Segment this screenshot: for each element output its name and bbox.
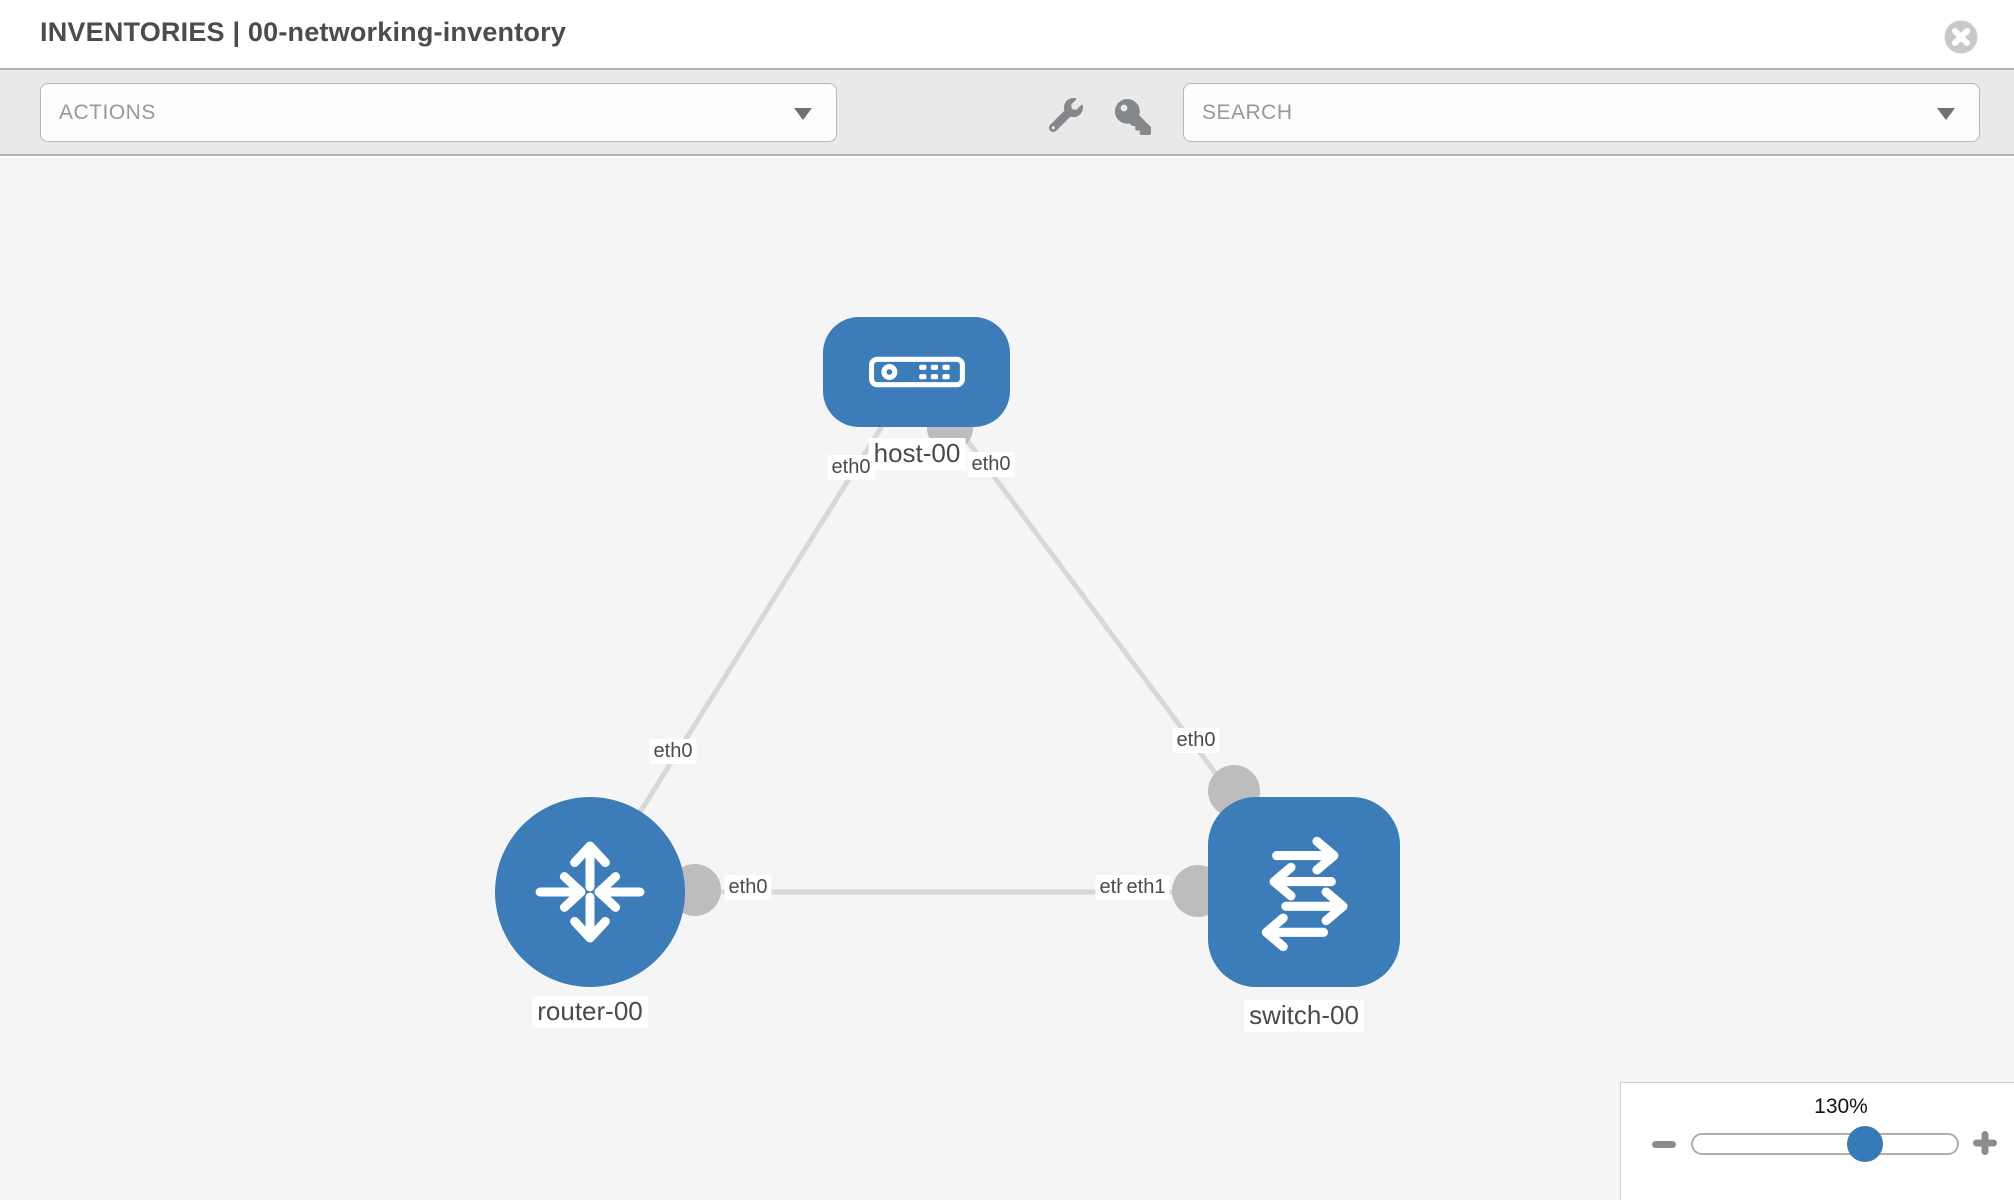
plus-icon — [1973, 1131, 1997, 1155]
iface-label-router-link-eth0: eth0 — [649, 739, 697, 764]
window-header: INVENTORIES | 00-networking-inventory — [0, 0, 2014, 70]
iface-label-router-eth0: eth0 — [724, 875, 772, 900]
search-dropdown-label: SEARCH — [1202, 100, 1293, 124]
node-router-00[interactable] — [495, 797, 685, 987]
host-icon — [868, 356, 965, 388]
node-host-00[interactable] — [823, 317, 1010, 427]
zoom-in-button[interactable] — [1971, 1129, 1999, 1162]
actions-dropdown-label: ACTIONS — [59, 100, 156, 124]
search-dropdown[interactable]: SEARCH — [1183, 83, 1980, 142]
close-icon — [1944, 20, 1978, 54]
configure-button[interactable] — [1048, 98, 1083, 137]
zoom-slider[interactable] — [1691, 1133, 1959, 1155]
node-switch-00[interactable] — [1208, 797, 1400, 987]
close-button[interactable] — [1944, 20, 1978, 54]
credentials-button[interactable] — [1115, 99, 1151, 140]
node-label-router: router-00 — [532, 996, 648, 1028]
page-title: INVENTORIES | 00-networking-inventory — [40, 17, 567, 47]
iface-label-switch-top-eth0: eth0 — [1172, 728, 1220, 753]
minus-icon — [1652, 1141, 1676, 1148]
iface-label-host-eth0-left: eth0 — [827, 455, 875, 480]
chevron-down-icon — [1937, 108, 1955, 120]
iface-label-switch-eth1: eth1 — [1122, 875, 1170, 900]
wrench-icon — [1048, 98, 1083, 133]
chevron-down-icon — [794, 108, 812, 120]
actions-dropdown[interactable]: ACTIONS — [40, 83, 837, 142]
zoom-slider-thumb[interactable] — [1847, 1126, 1883, 1162]
zoom-panel: 130% — [1620, 1082, 2014, 1200]
zoom-out-button[interactable] — [1651, 1131, 1677, 1162]
key-icon — [1115, 99, 1151, 135]
node-label-switch: switch-00 — [1244, 1000, 1364, 1032]
switch-icon — [1261, 836, 1348, 952]
router-icon — [535, 841, 645, 943]
topology-canvas[interactable] — [0, 158, 2014, 1200]
zoom-level: 130% — [1814, 1095, 1868, 1118]
node-label-host: host-00 — [868, 438, 966, 470]
iface-label-host-eth0-right: eth0 — [967, 452, 1015, 477]
toolbar: ACTIONS SEARCH — [0, 70, 2014, 156]
